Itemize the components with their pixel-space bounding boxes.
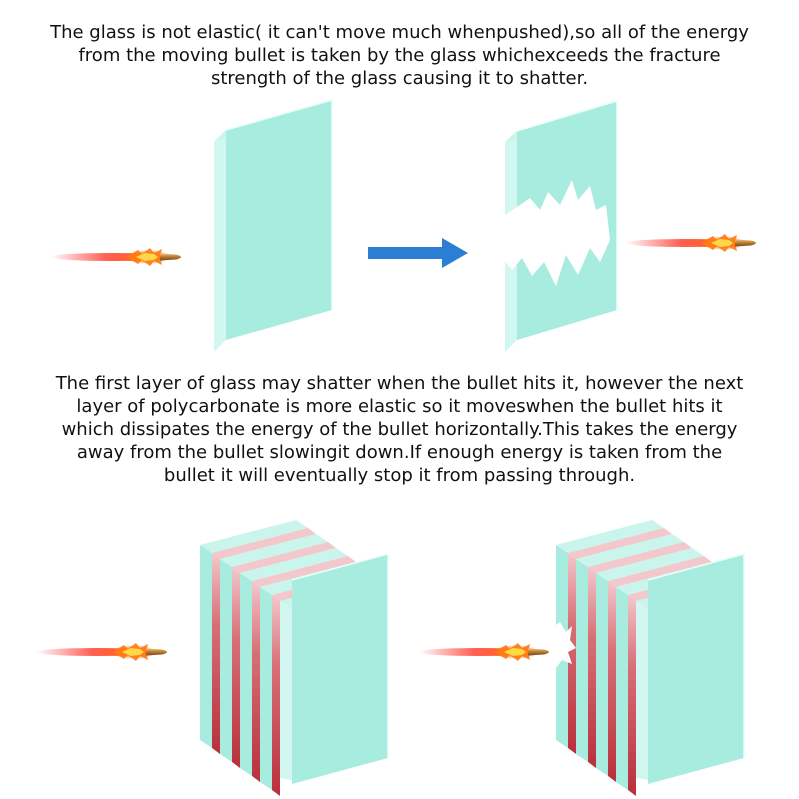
middle-caption-line: away from the bullet slowingit down.If e…	[76, 442, 723, 463]
bullet-icon	[50, 248, 181, 266]
middle-caption-line: bullet it will eventually stop it from p…	[163, 465, 636, 486]
bullet-icon	[36, 643, 167, 661]
shattered-glass-icon	[505, 99, 618, 352]
middle-caption-line: layer of polycarbonate is more elastic s…	[76, 396, 723, 417]
top-caption-line: The glass is not elastic( it can't move …	[50, 22, 749, 43]
bullet-icon	[418, 643, 549, 661]
top-caption-line: from the moving bullet is taken by the g…	[78, 45, 721, 66]
laminated-glass-icon	[200, 520, 389, 796]
top-caption: The glass is not elastic( it can't move …	[0, 21, 799, 90]
middle-caption: The first layer of glass may shatter whe…	[0, 372, 799, 487]
bullet-icon	[625, 234, 756, 252]
middle-caption-line: The first layer of glass may shatter whe…	[55, 373, 744, 394]
laminated-glass-icon	[552, 520, 745, 796]
middle-caption-line: which dissipates the energy of the bulle…	[61, 419, 738, 440]
top-caption-line: strength of the glass causing it to shat…	[210, 68, 589, 89]
arrow-right-icon	[368, 238, 468, 268]
glass-pane-icon	[214, 99, 333, 352]
